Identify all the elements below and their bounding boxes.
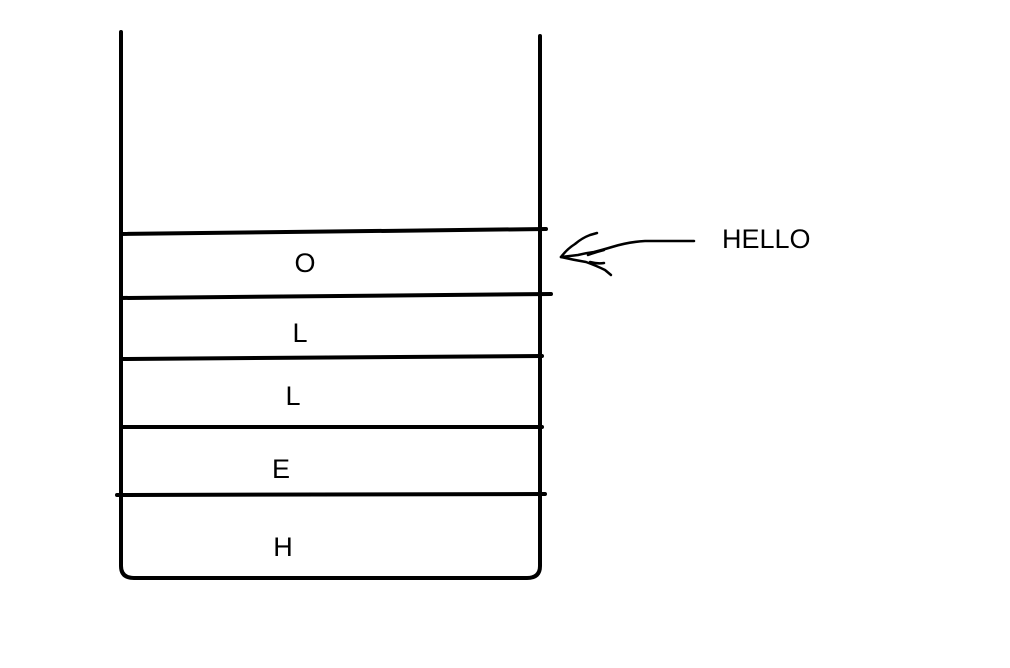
stack-item: L bbox=[292, 318, 307, 348]
stack-divider bbox=[115, 492, 547, 497]
stack-divider bbox=[119, 227, 548, 236]
stack-item-top: O bbox=[294, 248, 315, 278]
arrow-icon bbox=[559, 231, 696, 277]
stack-divider bbox=[119, 354, 544, 361]
stack-container bbox=[119, 30, 542, 580]
stack-item: L bbox=[285, 381, 300, 411]
stack-item-bottom: H bbox=[273, 532, 293, 562]
stack-item: E bbox=[272, 454, 290, 484]
input-word-label: HELLO bbox=[722, 224, 811, 254]
stack-divider bbox=[119, 292, 553, 300]
